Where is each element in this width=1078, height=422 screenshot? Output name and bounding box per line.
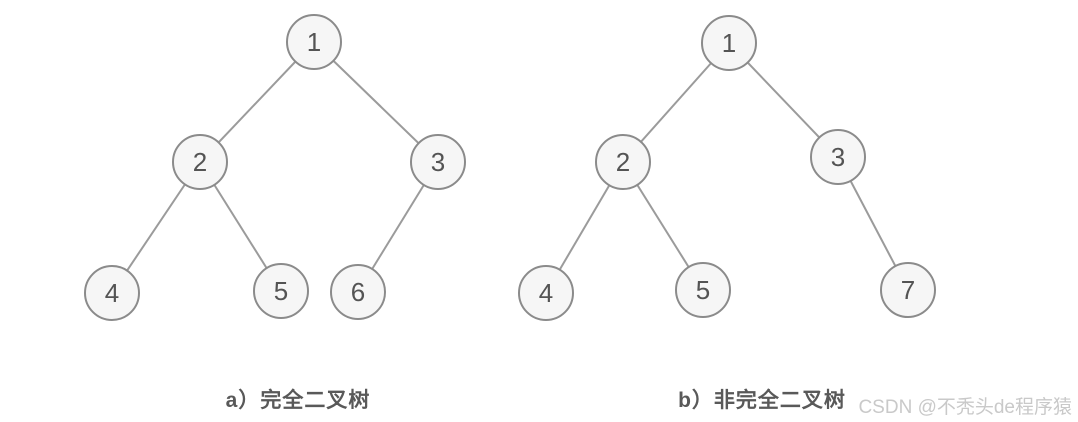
tree-node-label: 3 <box>831 142 845 172</box>
tree-node <box>518 265 574 321</box>
tree-node-label: 4 <box>105 278 119 308</box>
tree-node <box>701 15 757 71</box>
tree-node-label: 7 <box>901 275 915 305</box>
csdn-watermark: CSDN @不秃头de程序猿 <box>858 397 1072 418</box>
tree-node-label: 6 <box>351 277 365 307</box>
tree-node <box>595 134 651 190</box>
tree-node <box>675 262 731 318</box>
tree-edge <box>313 41 439 163</box>
tree-node-label: 5 <box>274 276 288 306</box>
tree-node <box>330 264 386 320</box>
caption-noncomplete-binary-tree: b）非完全二叉树 <box>678 389 846 412</box>
tree-node-label: 3 <box>431 147 445 177</box>
tree-node <box>84 265 140 321</box>
tree-node-label: 2 <box>616 147 630 177</box>
tree-node <box>286 14 342 70</box>
tree-node-label: 4 <box>539 278 553 308</box>
tree-node <box>172 134 228 190</box>
tree-node-label: 2 <box>193 147 207 177</box>
tree-node-label: 5 <box>696 275 710 305</box>
caption-complete-binary-tree: a）完全二叉树 <box>225 389 371 412</box>
tree-node <box>410 134 466 190</box>
tree-node <box>810 129 866 185</box>
tree-node-label: 1 <box>722 28 736 58</box>
tree-node <box>253 263 309 319</box>
tree-node <box>880 262 936 318</box>
tree-node-label: 1 <box>307 27 321 57</box>
